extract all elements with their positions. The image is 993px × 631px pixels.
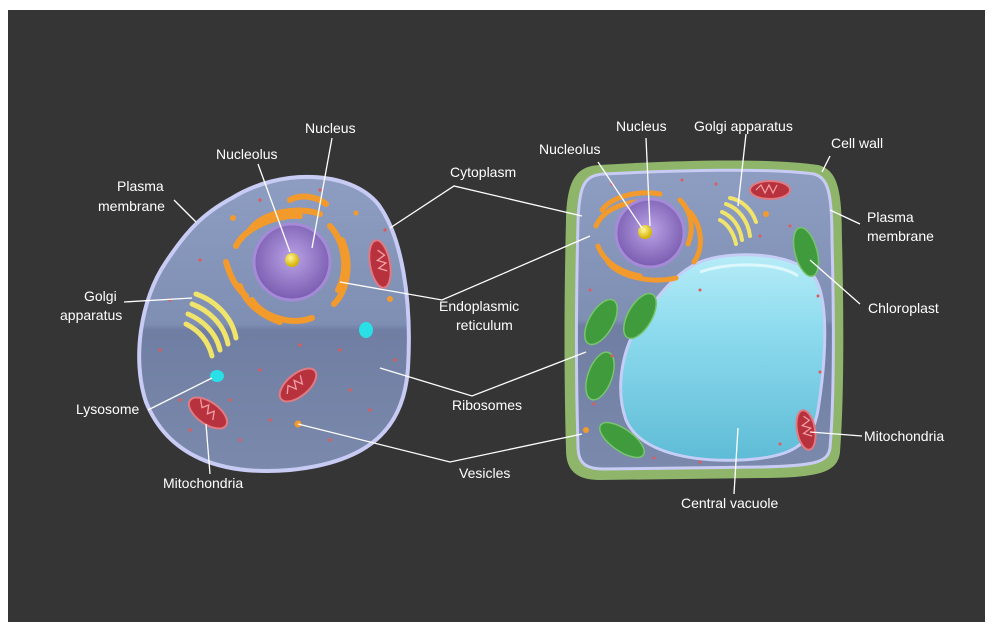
- label-endoplasmic-reticulum: Endoplasmic: [439, 298, 519, 314]
- plant-vesicle-shape: [583, 427, 589, 433]
- label-plant-nucleus: Nucleus: [616, 118, 667, 134]
- animal-cell: [139, 177, 409, 471]
- label-animal-nucleus: Nucleus: [305, 120, 356, 136]
- label-plant-nucleolus: Nucleolus: [539, 141, 600, 157]
- plant-nucleolus-shape: [638, 225, 652, 239]
- label-ribosomes: Ribosomes: [452, 397, 522, 413]
- label-animal-nucleolus: Nucleolus: [216, 146, 277, 162]
- animal-vesicle-shape: [230, 215, 236, 221]
- animal-vesicle-shape: [354, 211, 359, 216]
- label-central-vacuole: Central vacuole: [681, 495, 778, 511]
- plant-mitochondria-shape-1: [750, 181, 790, 199]
- label-plant-mitochondria: Mitochondria: [864, 428, 944, 444]
- label-plant-plasma-membrane: Plasma: [867, 209, 914, 225]
- label-animal-golgi: apparatus: [60, 307, 122, 323]
- label-animal-plasma-membrane: Plasma: [117, 178, 164, 194]
- animal-nucleolus-shape: [285, 253, 299, 267]
- label-plant-golgi: Golgi apparatus: [694, 118, 793, 134]
- label-animal-lysosome: Lysosome: [76, 401, 140, 417]
- label-cytoplasm: Cytoplasm: [450, 164, 516, 180]
- diagram-canvas: Nucleus Nucleolus Plasma membrane Golgi …: [8, 10, 985, 622]
- label-chloroplast: Chloroplast: [868, 300, 939, 316]
- label-animal-mitochondria: Mitochondria: [163, 475, 243, 491]
- label-cell-wall: Cell wall: [831, 135, 883, 151]
- plant-vesicle-shape: [763, 211, 769, 217]
- animal-vesicle-shape: [387, 296, 393, 302]
- label-animal-plasma-membrane: membrane: [98, 198, 165, 214]
- label-plant-plasma-membrane: membrane: [867, 228, 934, 244]
- label-endoplasmic-reticulum: reticulum: [456, 317, 513, 333]
- label-animal-golgi: Golgi: [84, 288, 117, 304]
- animal-lysosome-shape-1: [210, 370, 224, 382]
- label-vesicles: Vesicles: [459, 465, 510, 481]
- animal-lysosome-shape-2: [359, 322, 373, 338]
- plant-cell: [565, 160, 844, 480]
- cell-diagram: Nucleus Nucleolus Plasma membrane Golgi …: [8, 10, 985, 622]
